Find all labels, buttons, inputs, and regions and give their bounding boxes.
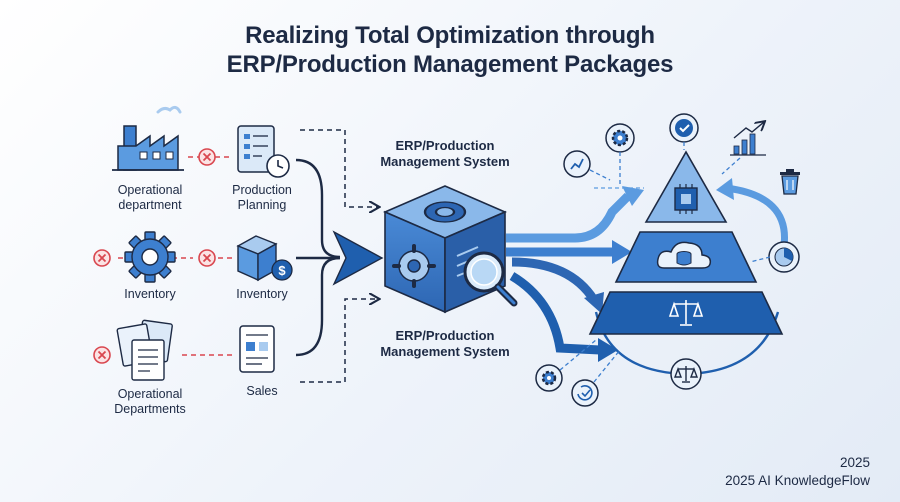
gear-icon: [605, 123, 635, 153]
error-x-icon: [93, 346, 111, 364]
pie-chart-icon: [768, 241, 800, 273]
error-x-icon: [198, 148, 216, 166]
balance-scale-icon: [670, 358, 702, 390]
orbit-links: [559, 142, 771, 383]
system-label-bottom: ERP/Production Management System: [380, 328, 510, 359]
trash-icon: [780, 169, 800, 195]
package-icon: $: [236, 235, 293, 282]
balance-scale-icon: [668, 300, 704, 326]
svg-text:$: $: [278, 263, 286, 278]
return-arrow-head: [716, 178, 734, 200]
magnifier-icon: [463, 251, 518, 307]
return-arrow: [725, 184, 789, 247]
check-circle-icon: [669, 113, 699, 143]
label-operational-departments: Operational Departments: [114, 387, 186, 416]
document-clock-icon: [237, 125, 290, 178]
error-x-icon: [198, 249, 216, 267]
label-sales: Sales: [246, 384, 278, 398]
dashed-flow-arrows: [300, 129, 378, 383]
label-inventory-right: Inventory: [236, 287, 288, 301]
error-x-icon: [93, 249, 111, 267]
refresh-check-icon: [571, 379, 599, 407]
factory-icon: [112, 105, 184, 171]
title-line-1: Realizing Total Optimization through: [245, 22, 655, 49]
cloud-database-icon: [656, 241, 712, 269]
documents-icon: [116, 319, 173, 381]
label-inventory-left: Inventory: [124, 287, 176, 301]
output-flows: [506, 186, 644, 362]
label-operational-department: Operational department: [117, 183, 183, 212]
label-production-planning: Production Planning: [232, 183, 292, 212]
gear-icon: [124, 231, 176, 283]
cube-gear-icon: [382, 185, 508, 314]
merge-arrow-icon: [332, 230, 384, 286]
footer-credit: 2025 AI KnowledgeFlow: [725, 473, 870, 488]
title-line-2: ERP/Production Management Packages: [226, 51, 674, 78]
system-label-top: ERP/Production Management System: [380, 138, 510, 169]
line-chart-icon: [563, 150, 591, 178]
converging-flow: [295, 158, 341, 357]
cpu-icon: [674, 184, 698, 214]
gear-icon: [535, 364, 563, 392]
footer-year: 2025: [839, 455, 870, 470]
form-document-icon: [239, 325, 275, 373]
bar-chart-icon: [730, 122, 766, 156]
